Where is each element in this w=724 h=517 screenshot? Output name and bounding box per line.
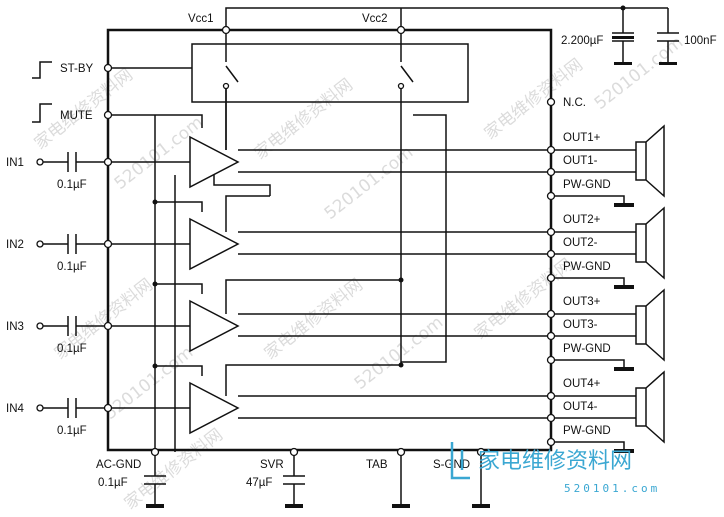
output-pos-label: OUT1+ [563,132,601,144]
speaker-3 [635,288,665,362]
ceramic-cap [657,32,679,64]
pin-circles [36,25,556,457]
input-label: IN2 [6,239,24,251]
watermark-text: 家电维修资料网 [261,275,367,364]
amp-3-supply [225,279,401,314]
amp-2-out [238,231,551,255]
input-cap-value: 0.1µF [57,179,87,191]
logo-icon [450,442,470,480]
svr-cap [283,452,305,506]
watermark-text: 家电维修资料网 [471,255,577,344]
input-cap-value: 0.1µF [57,425,87,437]
pwgnd-label: PW-GND [563,261,611,273]
speaker-2 [635,206,665,280]
switch-2 [400,33,414,365]
standby-switch-box [191,43,469,103]
input-cap-3 [40,316,108,336]
electrolytic-cap [612,32,634,64]
input-label: IN1 [6,157,24,169]
watermark-text: 520101.com [321,143,417,224]
amp-2-supply [225,195,270,232]
vcc1-label: Vcc1 [188,13,214,25]
watermark-text: 520101.com [101,343,197,424]
amp-4-out [238,395,551,419]
input-label: IN4 [6,403,25,415]
speaker-1 [635,124,665,198]
pwgnd-label: PW-GND [563,343,611,355]
acgnd-label: AC-GND [96,459,141,471]
ceramic-cap-value: 100nF [684,35,717,47]
output-pos-label: OUT3+ [563,296,601,308]
logo-url: 520101.com [564,482,660,495]
output-neg-label: OUT1- [563,155,598,167]
junction-dots [152,5,626,369]
acgnd-cap-value: 0.1µF [98,477,128,489]
tab-ground [392,452,410,506]
watermark-text: 520101.com [351,313,447,394]
logo-text: 家电维修资料网 [478,449,632,474]
vcc2-distribution [401,114,447,363]
output-pos-label: OUT2+ [563,214,601,226]
mute-step-icon [32,103,52,123]
ground-bars [146,36,677,508]
standby-label: ST-BY [60,63,94,75]
vcc-rail [225,7,669,33]
tab-label: TAB [366,459,388,471]
svr-cap-value: 47µF [246,477,272,489]
out3-wires [551,313,636,337]
out1-wires [551,149,636,173]
out2-wires [551,231,636,255]
vcc2-label: Vcc2 [362,13,388,25]
amp-4-supply [225,364,401,396]
amp-1-out [213,149,551,196]
speaker-4 [635,370,665,444]
watermark-text: 520101.com [591,33,687,114]
mute-label: MUTE [60,110,93,122]
standby-step-icon [32,61,52,79]
output-neg-label: OUT4- [563,401,598,413]
output-pos-label: OUT4+ [563,378,601,390]
amp-3 [189,299,240,353]
output-neg-label: OUT2- [563,237,598,249]
input-cap-2 [40,234,108,254]
electrolytic-cap-value: 2.200µF [561,35,603,47]
input-cap-4 [40,398,108,418]
input-cap-1 [40,152,108,172]
amp-3-out [238,313,551,337]
input-label: IN3 [6,321,24,333]
watermark-logo: 家电维修资料网 520101.com [450,442,660,495]
pwgnd-label: PW-GND [563,179,611,191]
mute-line [108,114,203,128]
pwgnd-label: PW-GND [563,425,611,437]
watermark-text: 520101.com [111,113,207,194]
svr-label: SVR [260,459,284,471]
nc-label: N.C. [563,97,586,109]
input-cap-value: 0.1µF [57,261,87,273]
out4-wires [551,395,636,419]
output-neg-label: OUT3- [563,319,598,331]
acgnd-cap [144,452,166,506]
switch-1 [225,33,239,150]
mute-bus [154,115,203,452]
amp-2 [189,217,240,271]
input-cap-value: 0.1µF [57,343,87,355]
